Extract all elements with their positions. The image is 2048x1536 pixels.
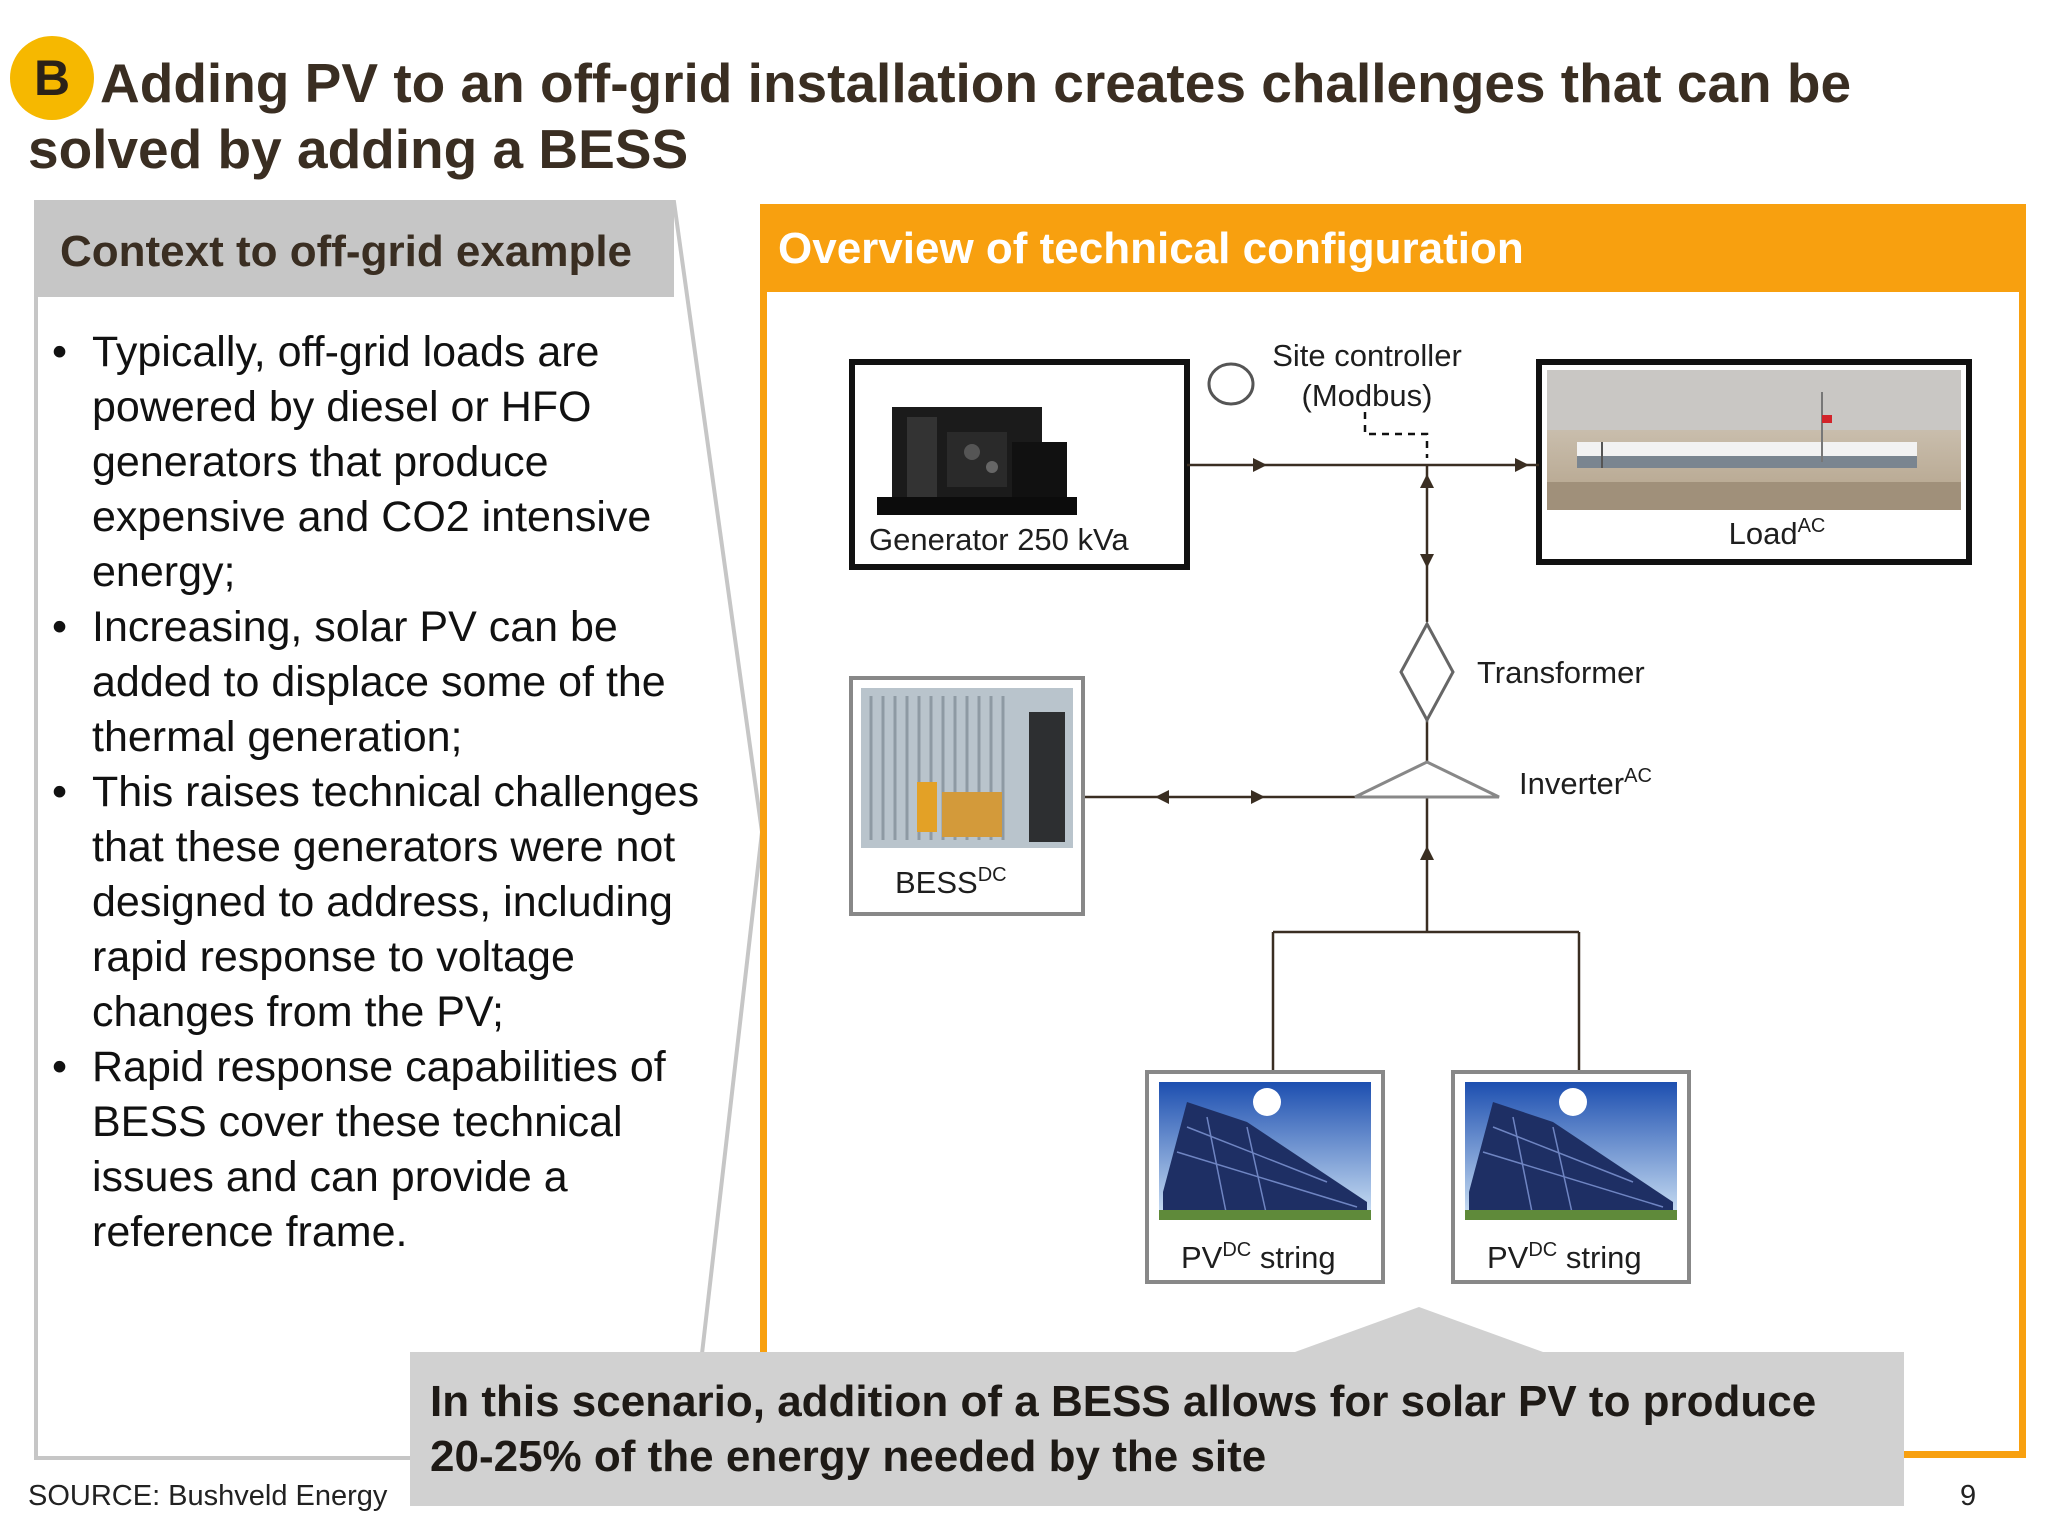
generator-label: Generator 250 kVa: [869, 522, 1129, 557]
transformer-icon: [1399, 620, 1455, 724]
site-controller-label: Site controller: [1272, 338, 1462, 373]
pv-string-node-1: PVDC string: [1145, 1070, 1385, 1284]
technical-configuration-diagram: Generator 250 kVa Site controller (Modbu…: [849, 338, 1972, 1352]
transformer-node: Transformer: [1399, 620, 1645, 724]
load-node: LoadAC: [1536, 359, 1972, 565]
pv-label: PV: [1181, 1240, 1223, 1275]
generator-node: Generator 250 kVa: [849, 359, 1190, 570]
load-label: Load: [1729, 516, 1798, 551]
callout-text: In this scenario, addition of a BESS all…: [430, 1377, 1817, 1481]
callout-pointer: [1295, 1307, 1543, 1352]
inverter-icon: [1354, 760, 1500, 799]
left-panel-heading: Context to off-grid example: [60, 227, 633, 276]
arrow-down-icon: [1420, 554, 1434, 568]
bullet-item: Typically, off-grid loads are powered by…: [52, 325, 732, 600]
load-site-image: [1547, 370, 1961, 510]
site-controller-protocol: (Modbus): [1302, 378, 1433, 413]
arrow-left-icon: [1155, 790, 1169, 804]
page-number: 9: [1960, 1480, 1977, 1512]
pv-label-rest: string: [1557, 1240, 1641, 1275]
svg-text:LoadAC: LoadAC: [1729, 515, 1826, 551]
slide-title: Adding PV to an off-grid installation cr…: [28, 52, 1852, 180]
site-controller-node: Site controller (Modbus): [1207, 338, 1462, 458]
bess-node: BESSDC: [849, 676, 1085, 916]
config-panel-heading: Overview of technical configuration: [778, 224, 1524, 273]
config-panel-header: Overview of technical configuration: [760, 204, 2026, 292]
pv-label: PV: [1487, 1240, 1529, 1275]
pv-label-rest: string: [1251, 1240, 1335, 1275]
svg-text:PVDC string: PVDC string: [1181, 1239, 1336, 1275]
flow-arrowheads: [1155, 458, 1529, 860]
arrow-right-icon: [1515, 458, 1529, 472]
context-bullet-list: Typically, off-grid loads are powered by…: [52, 325, 732, 1260]
generator-image: [877, 407, 1077, 515]
arrow-up-icon: [1420, 846, 1434, 860]
bullet-item: Increasing, solar PV can be added to dis…: [52, 600, 732, 765]
arrow-right-icon: [1251, 790, 1265, 804]
transformer-label: Transformer: [1477, 655, 1645, 690]
controller-icon: [1207, 362, 1255, 406]
key-takeaway-callout: In this scenario, addition of a BESS all…: [410, 1352, 1904, 1506]
inverter-superscript: AC: [1624, 765, 1652, 787]
arrow-up-icon: [1420, 474, 1434, 488]
solar-panel-image: [1465, 1082, 1677, 1220]
arrow-right-icon: [1253, 458, 1267, 472]
inverter-node: InverterAC: [1354, 760, 1652, 801]
pv-superscript: DC: [1528, 1239, 1557, 1261]
connection-lines: [1083, 463, 1581, 1072]
svg-text:PVDC string: PVDC string: [1487, 1239, 1642, 1275]
left-panel-header: Context to off-grid example: [34, 203, 674, 297]
load-superscript: AC: [1798, 515, 1826, 537]
solar-panel-image: [1159, 1082, 1371, 1220]
bess-superscript: DC: [978, 864, 1007, 886]
svg-text:BESSDC: BESSDC: [895, 864, 1007, 900]
section-badge: B: [10, 36, 94, 120]
inverter-label: Inverter: [1519, 766, 1624, 801]
source-note: SOURCE: Bushveld Energy: [28, 1480, 388, 1512]
bullet-item: This raises technical challenges that th…: [52, 765, 732, 1040]
svg-text:InverterAC: InverterAC: [1519, 765, 1652, 801]
pv-superscript: DC: [1222, 1239, 1251, 1261]
bess-image: [861, 688, 1073, 848]
bess-label: BESS: [895, 865, 978, 900]
pv-string-node-2: PVDC string: [1451, 1070, 1691, 1284]
bullet-item: Rapid response capabilities of BESS cove…: [52, 1040, 732, 1260]
